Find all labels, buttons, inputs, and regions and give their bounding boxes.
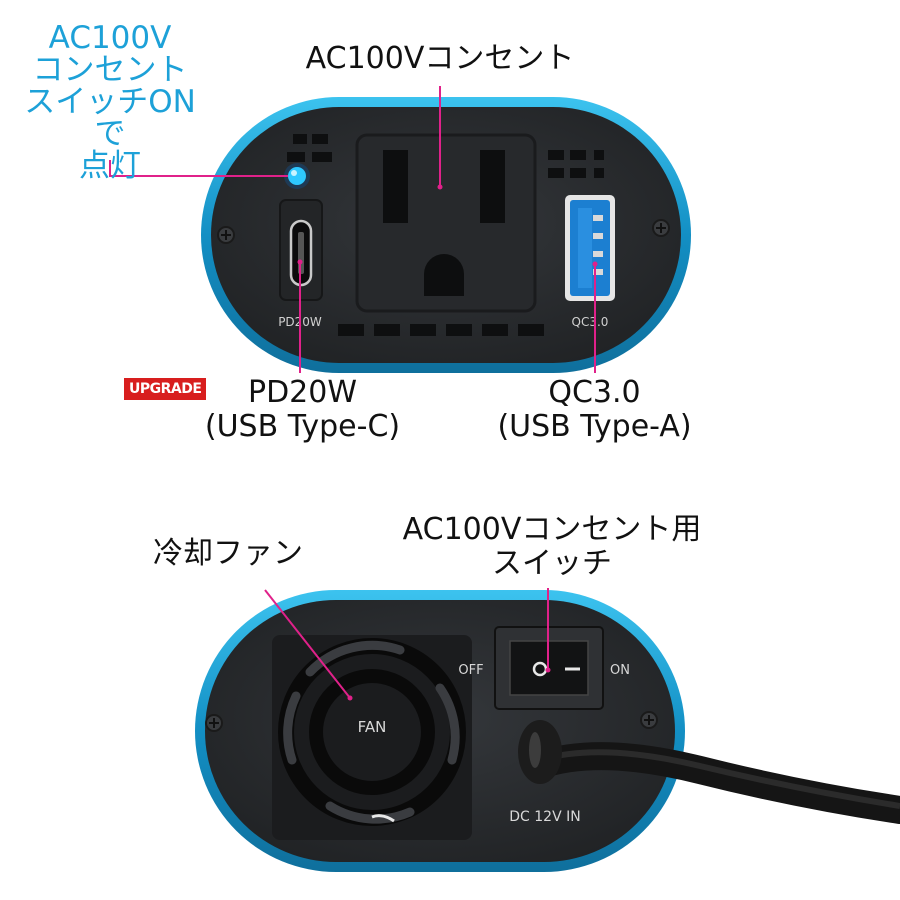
panel-text-qc: QC3.0 [572, 315, 609, 329]
screw-icon [652, 219, 670, 237]
upgrade-badge: UPGRADE [124, 378, 207, 400]
led-callout-label: AC100V コンセント スイッチONで 点灯 [10, 22, 210, 182]
panel-text-off: OFF [458, 663, 483, 678]
panel-text-fan: FAN [358, 718, 387, 736]
vent-slots-left [287, 134, 332, 162]
panel-text-dc: DC 12V IN [509, 809, 580, 825]
led-label-line: スイッチONで [24, 84, 196, 152]
outlet-slot-right [480, 150, 505, 223]
switch-label-line1: AC100Vコンセント用 [402, 512, 702, 547]
qc-label-line1: QC3.0 [548, 375, 641, 410]
led-label-line: コンセント [32, 52, 188, 88]
pd-callout-label: PD20W (USB Type-C) [200, 376, 405, 444]
switch-label-line2: スイッチ [492, 546, 612, 581]
switch-callout-label: AC100Vコンセント用 スイッチ [392, 513, 712, 581]
vent-slots-bottom [338, 324, 544, 336]
panel-text-on: ON [610, 663, 630, 678]
bottom-device-image: FAN OFF ON DC 12V IN [195, 588, 900, 872]
top-device-image: PD20W QC3.0 [109, 86, 691, 373]
fan-callout-label: 冷却ファン [153, 536, 303, 571]
vent-slots-right [548, 150, 604, 178]
qc-label-line2: (USB Type-A) [497, 409, 692, 444]
pd-label-line1: PD20W [247, 375, 358, 410]
outlet-ground-hole [424, 254, 464, 296]
screw-icon [217, 226, 235, 244]
screw-icon [205, 714, 223, 732]
screw-icon [640, 711, 658, 729]
outlet-callout-label: AC100Vコンセント [305, 41, 575, 76]
outlet-slot-left [383, 150, 408, 223]
led-label-line: 点灯 [79, 148, 141, 184]
led-label-line: AC100V [48, 20, 172, 56]
callout-lines-bottom [264, 588, 551, 701]
callout-lines-top [109, 86, 598, 373]
qc-callout-label: QC3.0 (USB Type-A) [492, 376, 697, 444]
dc-power-cable [518, 720, 900, 824]
fan-grill-icon [272, 635, 472, 840]
pd-label-line2: (USB Type-C) [204, 409, 401, 444]
